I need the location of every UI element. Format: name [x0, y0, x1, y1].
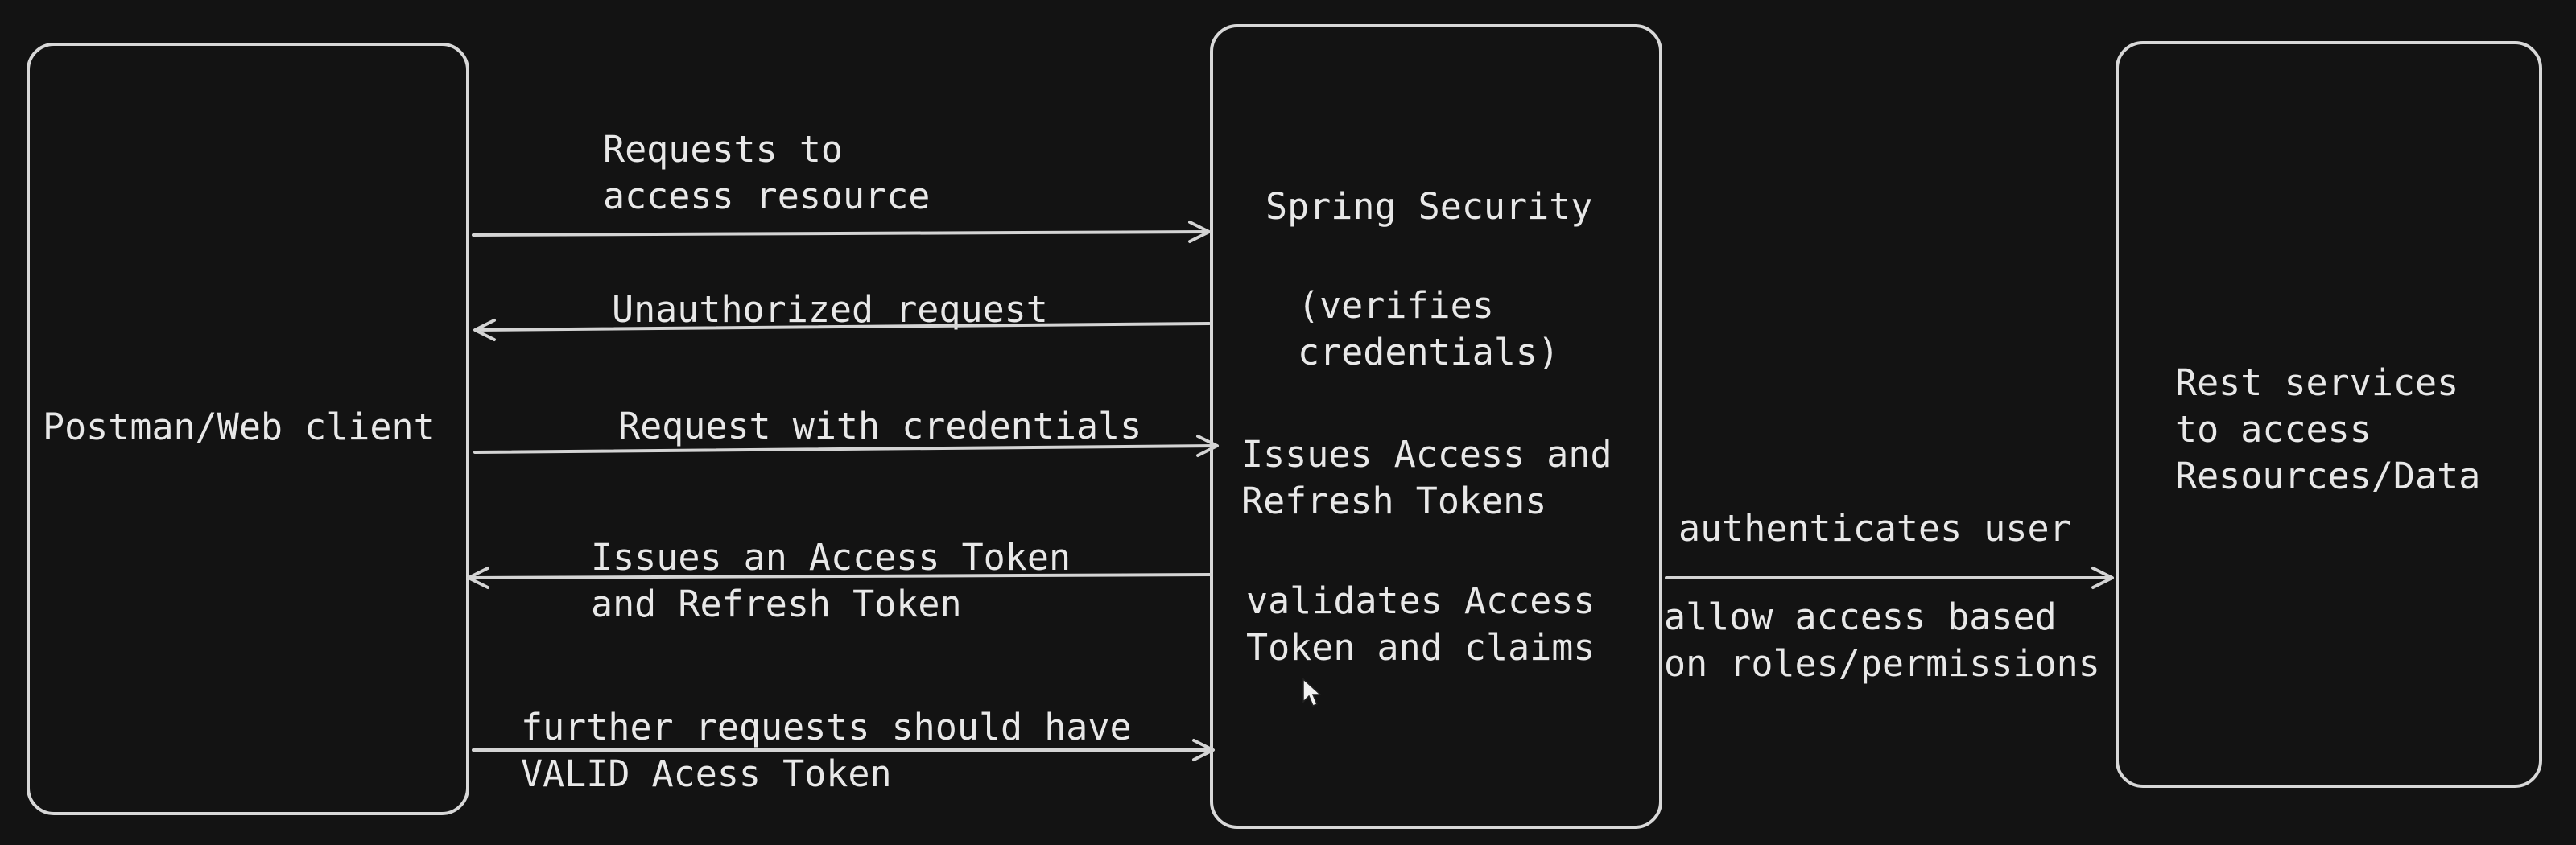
edge-label-further-requests: further requests should have VALID Acess… — [521, 706, 1132, 795]
security-verifies-note: (verifies credentials) — [1298, 284, 1560, 373]
security-issues-note: Issues Access and Refresh Tokens — [1241, 433, 1612, 522]
rest-label: Rest services to access Resources/Data — [2175, 361, 2481, 497]
edge-label-request-resource: Requests to access resource — [603, 128, 931, 217]
edge-label-issues-tokens: Issues an Access Token and Refresh Token — [591, 536, 1071, 625]
arrow-request-resource — [472, 221, 1211, 243]
client-node — [27, 43, 469, 815]
client-label: Postman/Web client — [43, 406, 436, 448]
mouse-cursor-icon — [1302, 678, 1322, 707]
arrow-unauthorized — [473, 319, 1211, 341]
arrow-issues-tokens — [467, 567, 1212, 589]
edge-label-unauthorized: Unauthorized request — [612, 288, 1048, 331]
arrow-authenticates — [1665, 567, 2114, 589]
arrow-further-requests — [472, 739, 1215, 761]
security-title: Spring Security — [1265, 185, 1593, 228]
spring-security-node — [1210, 24, 1662, 829]
edge-label-with-credentials: Request with credentials — [618, 405, 1142, 447]
edge-label-allow-access: allow access based on roles/permissions — [1664, 596, 2100, 685]
security-validates-note: validates Access Token and claims — [1246, 579, 1596, 669]
edge-label-authenticates: authenticates user — [1678, 507, 2071, 550]
arrow-with-credentials — [473, 435, 1219, 457]
rest-services-node — [2116, 41, 2542, 788]
